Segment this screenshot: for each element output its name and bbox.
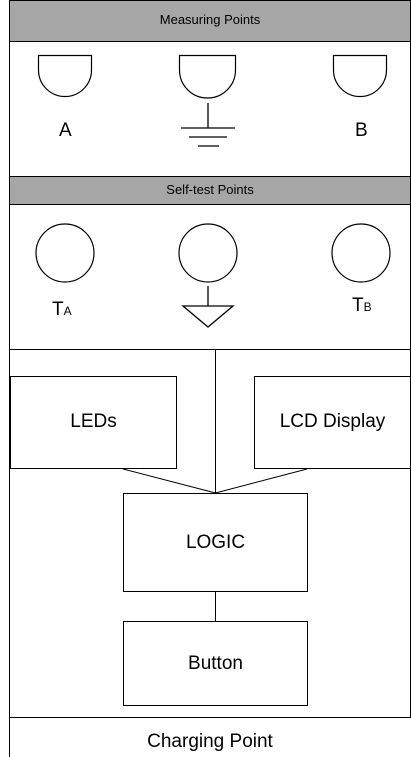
ta-label-sub: A [63,304,72,318]
button-label: Button [188,653,243,674]
tb-label-sub: B [363,300,372,314]
measuring-header-bar [10,1,410,41]
earth-ground-icon [181,103,235,147]
selftest-socket-tb[interactable] [331,223,391,283]
lcd-display-label: LCD Display [279,411,386,432]
ta-label: TA [52,300,72,319]
leds-label: LEDs [70,411,117,432]
selftest-points-header: Self-test Points [166,182,254,197]
socket-a[interactable] [37,54,93,98]
chassis-ground-icon [181,286,235,328]
tb-label: TB [352,296,372,315]
selftest-socket-ta[interactable] [35,223,95,283]
lcd-display-block [254,376,411,469]
logic-label: LOGIC [185,532,246,553]
selftest-header-bar [10,177,410,204]
logic-block [123,493,308,592]
tb-label-main: T [352,295,364,316]
point-b-label: B [355,120,368,141]
button-block[interactable] [123,621,308,706]
socket-b[interactable] [332,54,388,98]
socket-ground[interactable] [178,54,237,99]
selftest-socket-ground[interactable] [178,223,238,283]
point-a-label: A [59,120,72,141]
connection-lines [122,349,308,621]
measuring-points-header: Measuring Points [159,12,261,27]
ta-label-main: T [52,299,64,320]
leds-block [10,376,177,469]
charging-point-label: Charging Point [147,731,273,752]
